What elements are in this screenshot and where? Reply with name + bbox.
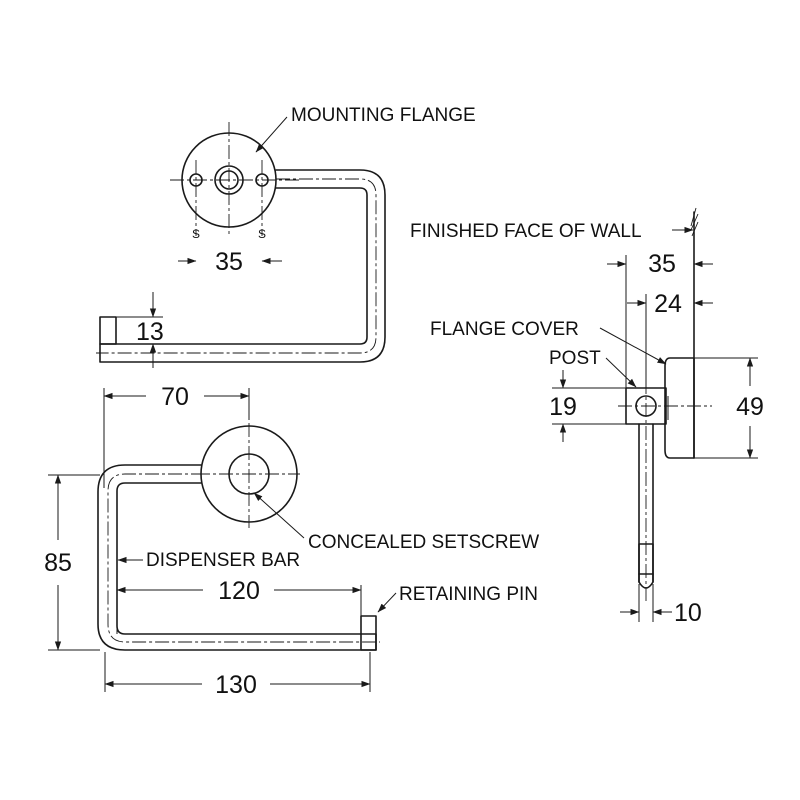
dim-post-offset-value: 70 bbox=[161, 383, 189, 411]
dim-bar-diameter: 10 bbox=[620, 584, 702, 627]
label-dispenser-bar-text: DISPENSER BAR bbox=[146, 550, 300, 571]
dim-bar-length: 120 bbox=[116, 575, 362, 634]
side-flange-cover bbox=[664, 357, 695, 459]
dim-wall-projection: 35 bbox=[607, 250, 713, 388]
dim-flange-hole-spacing: 35 S S bbox=[178, 227, 282, 276]
front-dispenser-bar bbox=[97, 464, 380, 651]
dim-pin-height-value: 13 bbox=[136, 318, 164, 346]
dim-post-diameter: 19 bbox=[549, 370, 626, 442]
label-flange-cover: FLANGE COVER bbox=[430, 319, 667, 365]
label-flange-cover-text: FLANGE COVER bbox=[430, 319, 579, 340]
top-view: 35 S S 13 MOUNTING FLANGE bbox=[96, 105, 476, 368]
label-concealed-setscrew: CONCEALED SETSCREW bbox=[253, 492, 539, 553]
screw-mark-left: S bbox=[192, 227, 200, 241]
label-post: POST bbox=[549, 348, 637, 388]
dim-flange-diameter: 49 bbox=[694, 357, 764, 459]
dim-wall-projection-value: 35 bbox=[648, 250, 676, 278]
dim-overall-width: 130 bbox=[104, 652, 371, 699]
side-view: 35 24 19 49 10 bbox=[410, 207, 764, 627]
dim-post-diameter-value: 19 bbox=[549, 393, 577, 421]
screw-mark-right: S bbox=[258, 227, 266, 241]
dim-overall-width-value: 130 bbox=[215, 671, 257, 699]
label-retaining-pin-text: RETAINING PIN bbox=[399, 584, 538, 605]
dim-flange-hole-spacing-value: 35 bbox=[215, 248, 243, 276]
dim-flange-depth: 24 bbox=[627, 290, 713, 388]
top-dispenser-bar bbox=[96, 169, 386, 363]
front-view: 70 85 120 130 CONCEALED SETSCREW bbox=[44, 383, 539, 699]
dim-pin-height: 13 bbox=[116, 292, 164, 368]
side-dispenser-bar bbox=[638, 423, 654, 589]
dim-overall-height-value: 85 bbox=[44, 549, 72, 577]
label-dispenser-bar: DISPENSER BAR bbox=[117, 550, 300, 571]
dim-bar-diameter-value: 10 bbox=[674, 599, 702, 627]
label-finished-face-of-wall-text: FINISHED FACE OF WALL bbox=[410, 221, 642, 242]
dim-post-offset: 70 bbox=[103, 383, 250, 488]
dim-flange-depth-value: 24 bbox=[654, 290, 682, 318]
dim-flange-diameter-value: 49 bbox=[736, 393, 764, 421]
front-flange bbox=[196, 400, 300, 528]
label-post-text: POST bbox=[549, 348, 601, 369]
label-mounting-flange-text: MOUNTING FLANGE bbox=[291, 105, 476, 126]
dim-overall-height: 85 bbox=[44, 474, 100, 651]
label-concealed-setscrew-text: CONCEALED SETSCREW bbox=[308, 532, 539, 553]
top-mounting-flange bbox=[170, 122, 300, 236]
dim-bar-length-value: 120 bbox=[218, 577, 260, 605]
label-finished-face-of-wall: FINISHED FACE OF WALL bbox=[410, 221, 694, 242]
label-retaining-pin: RETAINING PIN bbox=[377, 584, 538, 613]
label-mounting-flange: MOUNTING FLANGE bbox=[255, 105, 476, 153]
